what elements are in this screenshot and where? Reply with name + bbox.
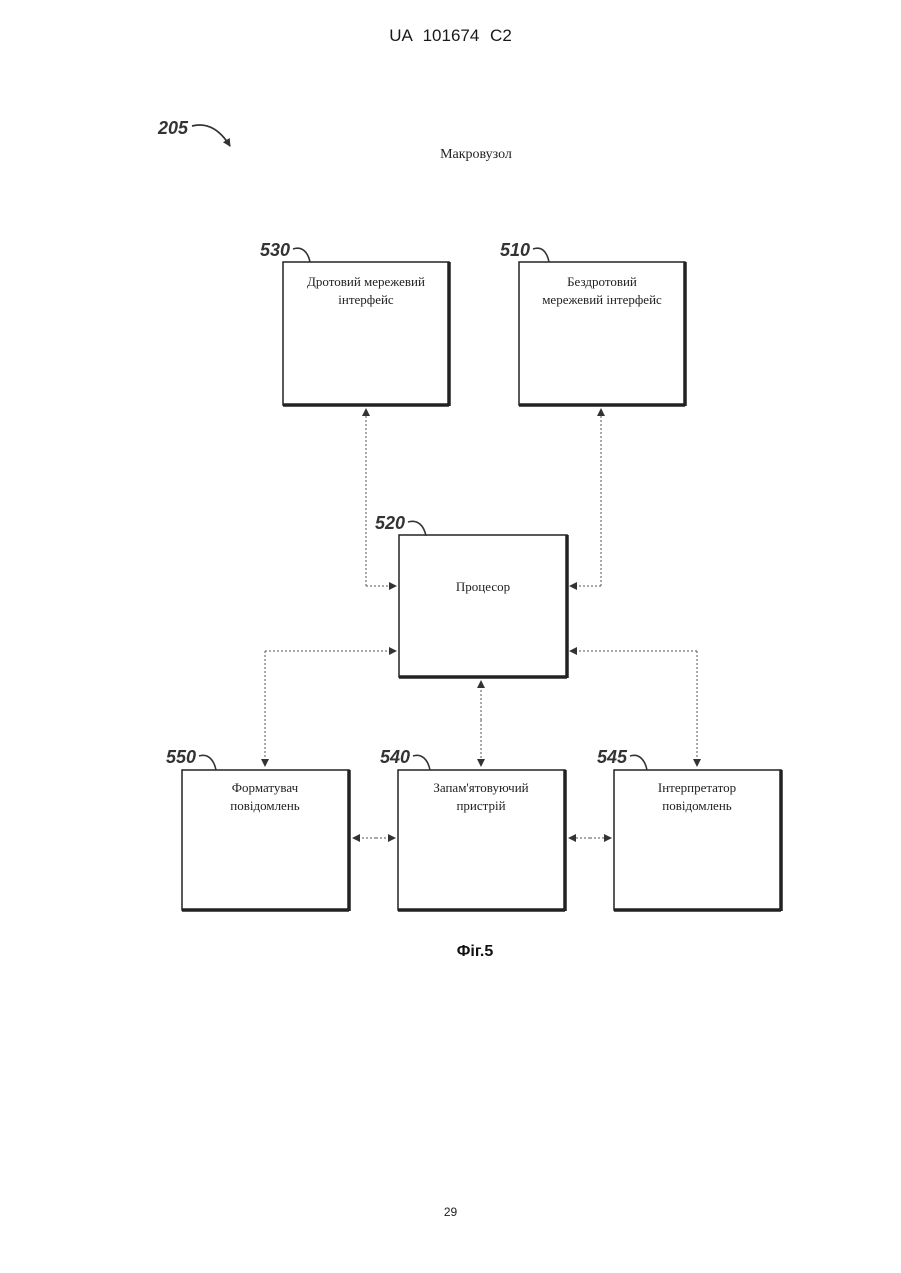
- ref-205: 205: [157, 118, 189, 138]
- ref-545-hook: [630, 755, 647, 770]
- box-wireless-network-interface: Бездротовий мережевий інтерфейс: [519, 262, 685, 406]
- box-interpreter-label-2: повідомлень: [662, 798, 732, 813]
- box-formatter-label-2: повідомлень: [230, 798, 300, 813]
- ref-530-hook: [293, 248, 310, 262]
- page-number: 29: [0, 1205, 901, 1219]
- ref-510-hook: [533, 248, 549, 262]
- box-wired-label-2: інтерфейс: [338, 292, 394, 307]
- ref-205-arrow: [192, 125, 230, 146]
- box-interpreter-label-1: Інтерпретатор: [658, 780, 736, 795]
- diagram-title: Макровузол: [440, 147, 512, 162]
- box-memory-device: Запам'ятовуючий пристрій: [398, 770, 565, 911]
- box-processor-label: Процесор: [456, 579, 510, 594]
- box-wireless-label-2: мережевий інтерфейс: [542, 292, 662, 307]
- box-processor: Процесор: [399, 535, 567, 678]
- box-memory-label-1: Запам'ятовуючий: [433, 780, 528, 795]
- box-wired-label-1: Дротовий мережевий: [307, 274, 425, 289]
- ref-540-hook: [413, 755, 430, 770]
- ref-510: 510: [500, 240, 530, 260]
- ref-550: 550: [166, 747, 196, 767]
- ref-540: 540: [380, 747, 410, 767]
- ref-530: 530: [260, 240, 290, 260]
- box-memory-label-2: пристрій: [456, 798, 505, 813]
- ref-520-hook: [408, 521, 426, 536]
- ref-545: 545: [597, 747, 628, 767]
- box-wireless-label-1: Бездротовий: [567, 274, 637, 289]
- ref-520: 520: [375, 513, 405, 533]
- ref-550-hook: [199, 755, 216, 770]
- box-message-interpreter: Інтерпретатор повідомлень: [614, 770, 781, 911]
- box-formatter-label-1: Форматувач: [232, 780, 299, 795]
- box-message-formatter: Форматувач повідомлень: [182, 770, 349, 911]
- box-wired-network-interface: Дротовий мережевий інтерфейс: [283, 262, 449, 406]
- figure-caption: Фіг.5: [0, 943, 901, 961]
